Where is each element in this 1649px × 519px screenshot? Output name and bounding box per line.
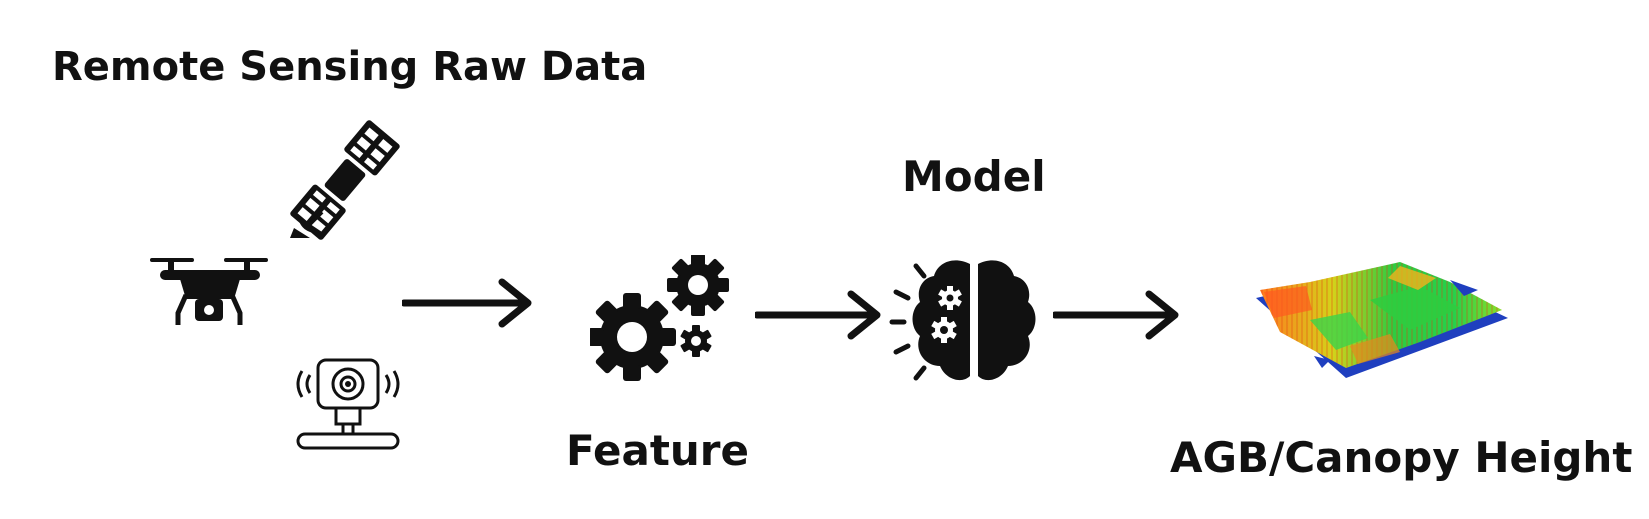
model-label: Model xyxy=(902,152,1046,201)
gears-icon xyxy=(590,255,729,381)
drone-icon xyxy=(150,258,268,325)
satellite-icon xyxy=(290,120,400,240)
arrow-to-model xyxy=(755,290,881,340)
ground-sensor-icon xyxy=(296,358,400,450)
arrow-to-output xyxy=(1053,290,1179,340)
raw-data-title: Remote Sensing Raw Data xyxy=(52,44,648,90)
brain-gears-icon xyxy=(889,260,1036,381)
feature-label: Feature xyxy=(566,426,749,475)
arrow-to-feature xyxy=(402,278,532,328)
output-label: AGB/Canopy Height xyxy=(1170,433,1633,482)
canopy-height-map xyxy=(1256,262,1508,378)
